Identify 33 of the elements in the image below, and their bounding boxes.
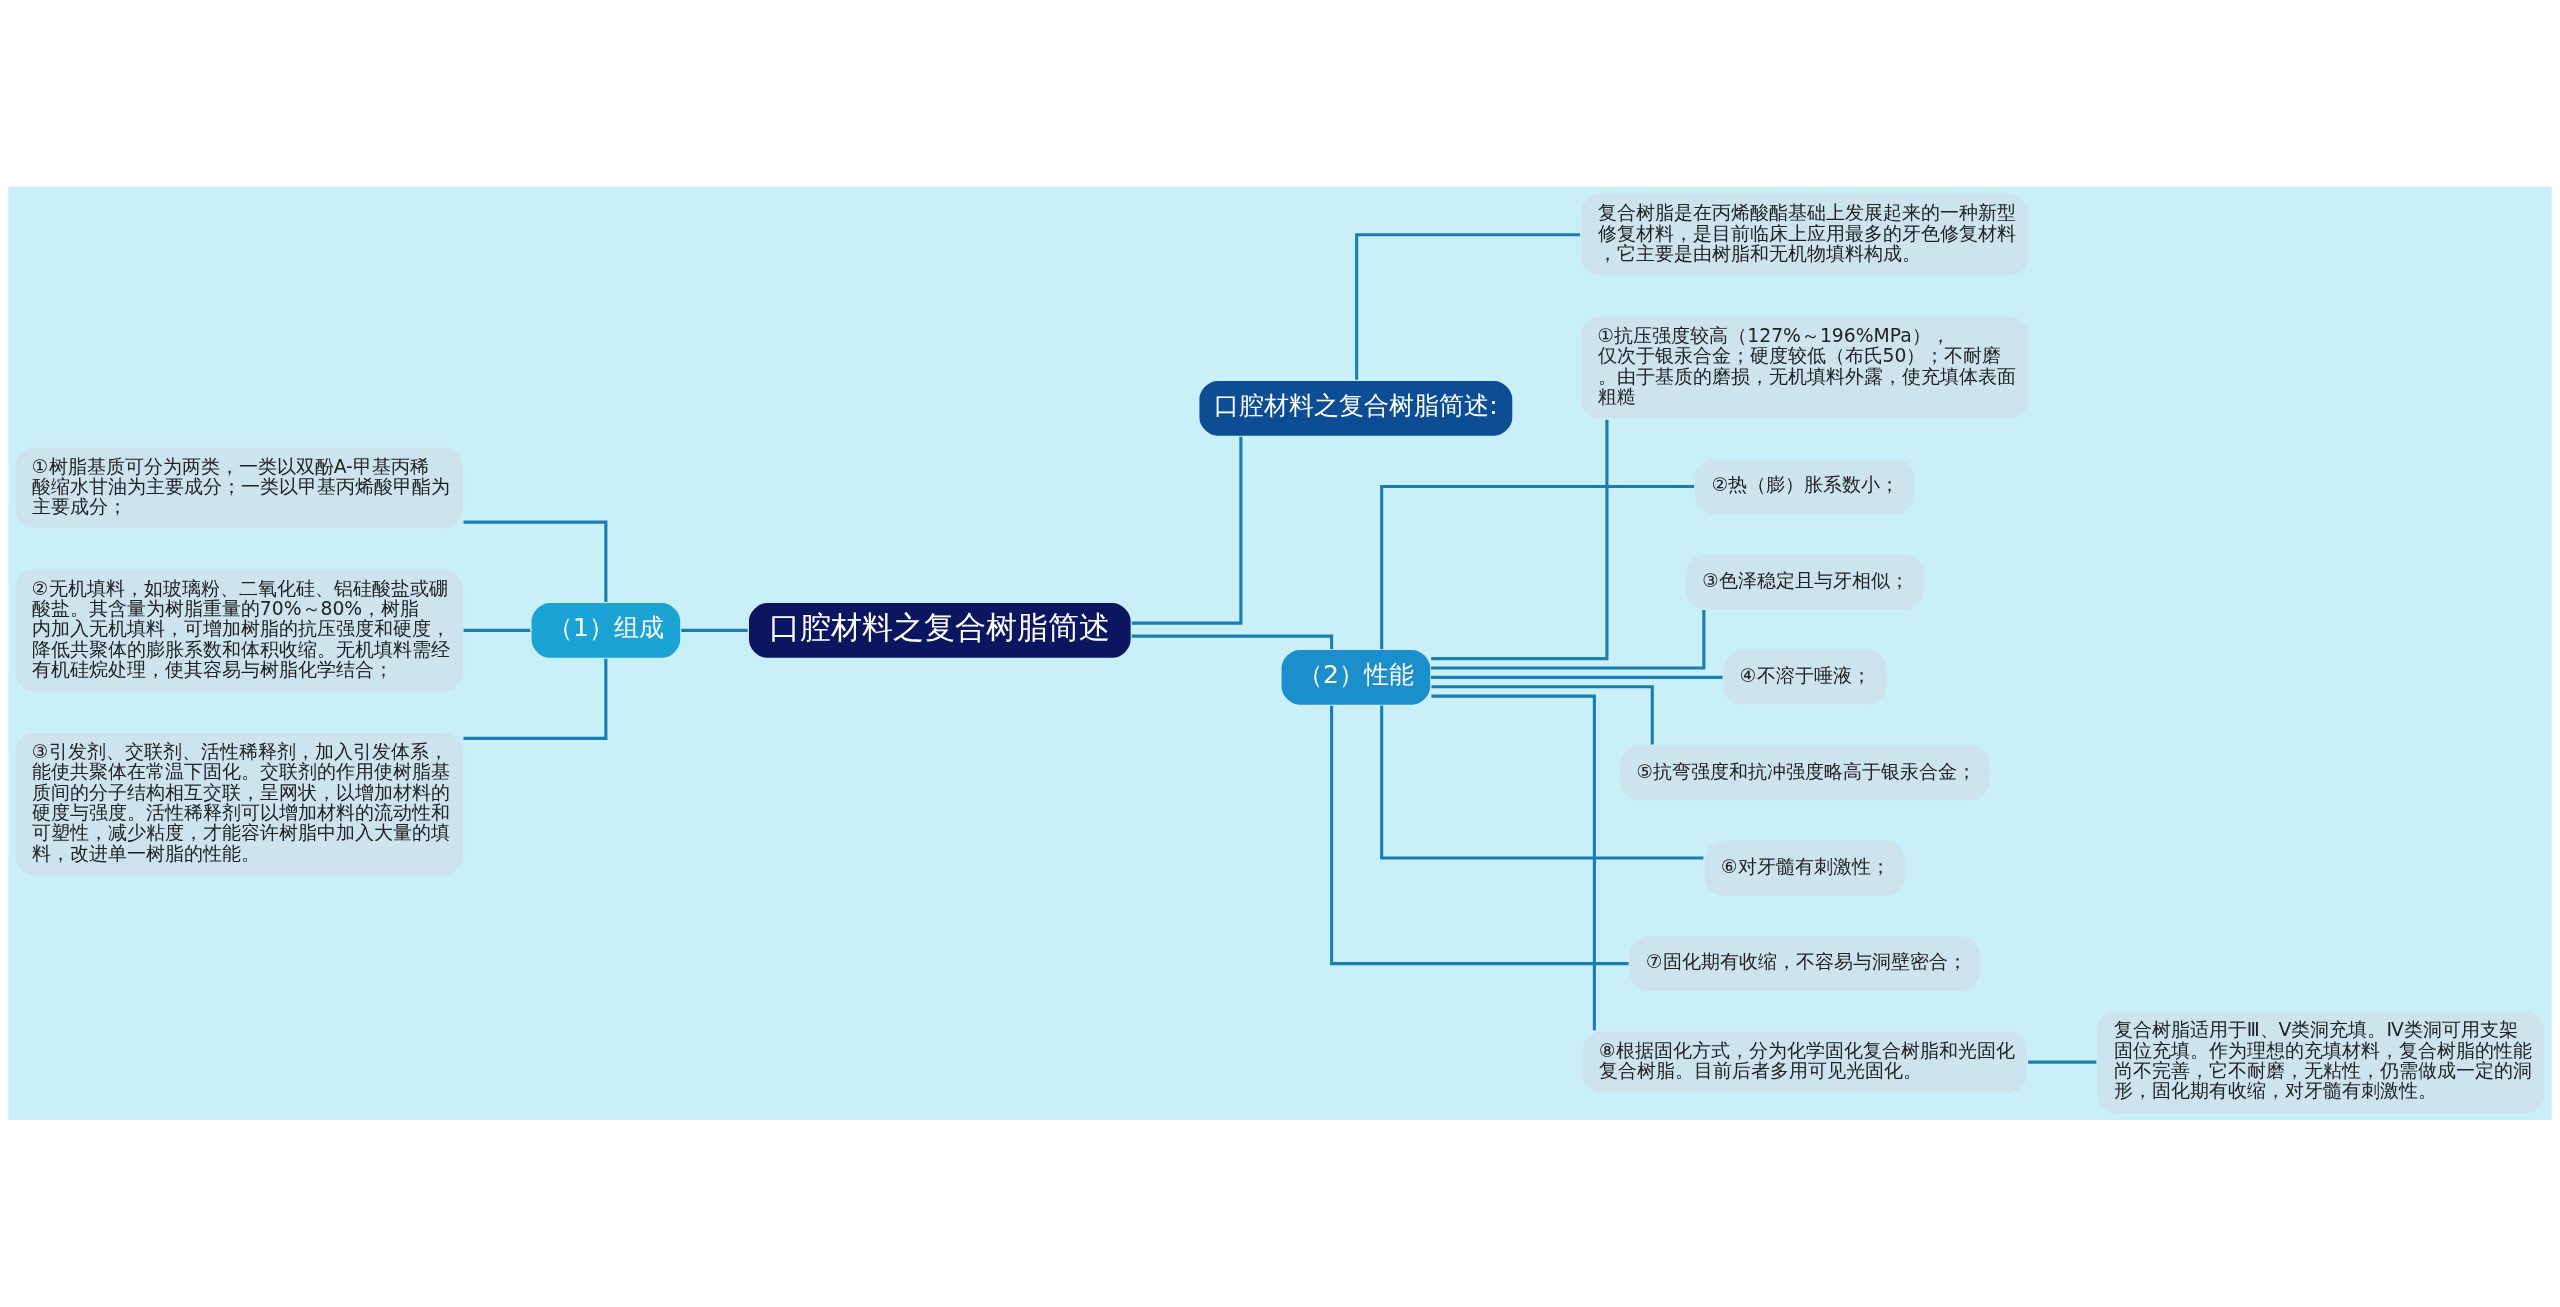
connector — [681, 628, 748, 632]
connector — [1380, 484, 1695, 650]
node-box: 复合树脂适用于Ⅲ、Ⅴ类洞充填。Ⅳ类洞可用支架固位充填。作为理想的充填材料，复合树脂的性能尚不完善，它不耐磨，无粘性，仍需做成一定的洞形，固化期有收缩，对牙髓有刺激性。 — [2095, 1009, 2547, 1115]
node-box: ③引发剂、交联剂、活性稀释剂，加入引发体系，能使共聚体在常温下固化。交联剂的作用使树脂基质间的分子结构相互交联，呈网状，以增加材料的硬度与强度。活性稀释剂可以增加材料的流动性和可塑性，减少粘度，才能容许树脂中加入大量的填料，改进单一树脂的性能。 — [13, 731, 465, 877]
connector — [1431, 685, 1654, 745]
connector — [463, 520, 608, 602]
connector — [1431, 694, 1596, 1031]
connector — [1330, 705, 1629, 966]
node-box: ①树脂基质可分为两类，一类以双酚A-甲基丙稀酸缩水甘油为主要成分；一类以甲基丙烯酸甲酯为主要成分； — [13, 445, 465, 531]
node-box: ⑥对牙髓有刺激性； — [1703, 839, 1907, 898]
connector — [1355, 233, 1581, 380]
connector — [463, 628, 531, 632]
connector — [2028, 1060, 2097, 1064]
node-box: ⑦固化期有收缩，不容易与洞壁密合； — [1628, 934, 1982, 993]
node-box: ④不溶于唾液； — [1721, 648, 1888, 707]
node-box: 复合树脂是在丙烯酸酯基础上发展起来的一种新型修复材料，是目前临床上应用最多的牙色修复材料，它主要是由树脂和无机物填料构成。 — [1579, 192, 2030, 277]
node-box: ②热（膨）胀系数小； — [1693, 457, 1916, 516]
connector — [1380, 705, 1704, 860]
node-box: 口腔材料之复合树脂简述 — [747, 601, 1133, 660]
connector — [463, 658, 608, 740]
connector — [1131, 634, 1334, 650]
connector — [1431, 675, 1723, 679]
node-box: ⑤抗弯强度和抗冲强度略高于银汞合金； — [1618, 743, 1991, 802]
node-box: （1）组成 — [530, 601, 682, 660]
node-box: ⑧根据固化方式，分为化学固化复合树脂和光固化复合树脂。目前后者多用可见光固化。 — [1581, 1030, 2029, 1095]
connector — [1131, 436, 1243, 625]
node-box: ②无机填料，如玻璃粉、二氧化硅、铝硅酸盐或硼酸盐。其含量为树脂重量的70%～80%，树脂内加入无机填料，可增加树脂的抗压强度和硬度，降低共聚体的膨胀系数和体积收缩。无机填料需经有机硅烷处理，使其容易与树脂化学结合； — [13, 567, 465, 693]
node-box: ①抗压强度较高（127%～196%MPa），仅次于银汞合金；硬度较低（布氏50）；不耐磨。由于基质的磨损，无机填料外露，使充填体表面粗糙 — [1579, 315, 2030, 421]
node-box: （2）性能 — [1280, 648, 1432, 707]
node-box: 口腔材料之复合树脂简述: — [1197, 379, 1514, 438]
node-box: ③色泽稳定且与牙相似； — [1684, 553, 1926, 611]
connector — [1430, 610, 1706, 670]
connector — [1431, 419, 1609, 661]
